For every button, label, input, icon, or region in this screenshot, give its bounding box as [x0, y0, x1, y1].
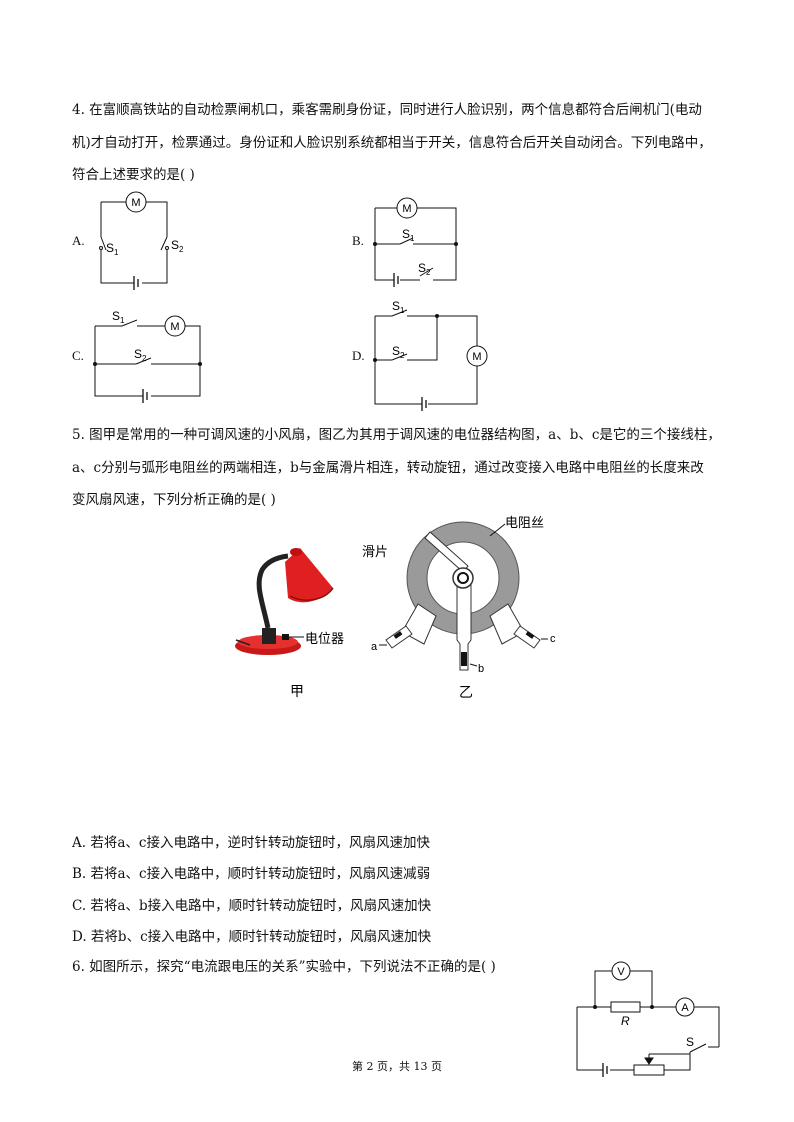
terminal-c-label: c [550, 633, 556, 645]
q4-stem-line1: 4. 在富顺高铁站的自动检票闸机口，乘客需刷身份证，同时进行人脸识别，两个信息都… [72, 102, 702, 118]
s2-subscript: 2 [426, 268, 431, 277]
terminal-a-label: a [371, 641, 378, 653]
terminal-b-label: b [478, 663, 484, 675]
s2-label: S [418, 261, 426, 275]
q4-option-c-label: C. [72, 348, 84, 363]
slider-label: 滑片 [362, 544, 388, 559]
s2-label: S [392, 344, 400, 358]
motor-label: M [170, 321, 179, 333]
q5-choice-d: D. 若将b、c接入电路中，顺时针转动旋钮时，风扇风速加快 [72, 929, 432, 945]
potentiometer-label: 电位器 [305, 631, 344, 646]
motor-label: M [402, 203, 411, 215]
q6-stem: 6. 如图所示，探究“电流跟电压的关系”实验中，下列说法不正确的是( ) [72, 959, 496, 975]
switch-label: S [686, 1035, 694, 1049]
s1-subscript: 1 [400, 306, 405, 315]
q4-option-d-label: D. [352, 348, 365, 363]
s2-subscript: 2 [142, 354, 147, 363]
resistance-wire-label: 电阻丝 [505, 515, 544, 530]
resistor-label: R [621, 1014, 630, 1028]
s1-label: S [402, 227, 410, 241]
caption-jia: 甲 [290, 683, 304, 699]
s2-label: S [134, 347, 142, 361]
q4-option-b-label: B. [352, 233, 364, 248]
q5-choice-b: B. 若将a、c接入电路中，顺时针转动旋钮时，风扇风速减弱 [72, 866, 431, 882]
s1-label: S [392, 299, 400, 313]
q5-stem-line2: a、c分别与弧形电阻丝的两端相连，b与金属滑片相连，转动旋钮，通过改变接入电路中… [72, 460, 704, 476]
voltmeter-label: V [617, 966, 625, 978]
q5-choice-c: C. 若将a、b接入电路中，顺时针转动旋钮时，风扇风速加快 [72, 898, 432, 914]
q5-stem-line1: 5. 图甲是常用的一种可调风速的小风扇，图乙为其用于调风速的电位器结构图，a、b… [72, 427, 721, 443]
motor-label: M [131, 197, 140, 209]
q4-stem-line3: 符合上述要求的是( ) [72, 167, 195, 183]
s2-label: S [171, 238, 179, 252]
motor-icon [125, 191, 147, 213]
s2-subscript: 2 [400, 351, 405, 360]
q4-option-a-label: A. [72, 233, 85, 248]
s1-subscript: 1 [114, 248, 119, 257]
s2-subscript: 2 [179, 245, 184, 254]
s1-subscript: 1 [410, 234, 415, 243]
q5-stem-line3: 变风扇风速，下列分析正确的是( ) [72, 492, 276, 508]
s1-label: S [106, 241, 114, 255]
q5-choice-a: A. 若将a、c接入电路中，逆时针转动旋钮时，风扇风速加快 [72, 835, 430, 851]
s1-label: S [112, 309, 120, 323]
page-footer: 第 2 页，共 13 页 [352, 1060, 442, 1073]
ammeter-label: A [681, 1002, 689, 1014]
s1-subscript: 1 [120, 316, 125, 325]
q4-stem-line2: 机)才自动打开，检票通过。身份证和人脸识别系统都相当于开关，信息符合后开关自动闭… [72, 135, 712, 151]
motor-label: M [472, 351, 481, 363]
caption-yi: 乙 [459, 684, 473, 700]
